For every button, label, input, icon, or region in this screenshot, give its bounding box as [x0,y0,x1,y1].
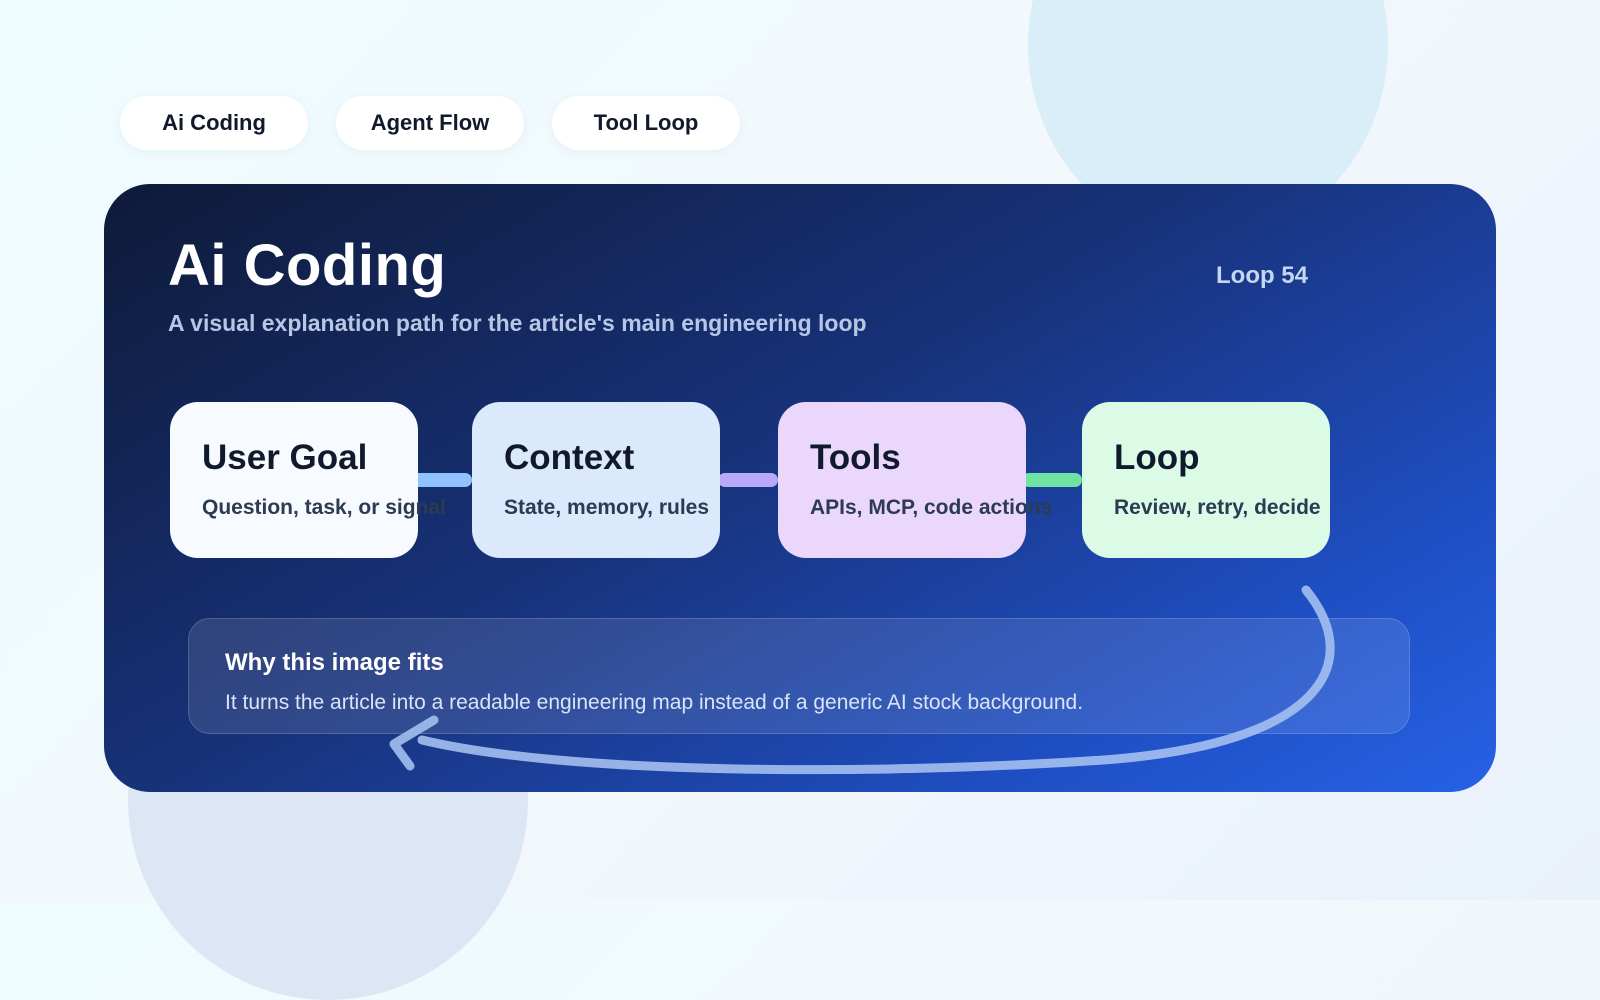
node-description: APIs, MCP, code actions [810,496,1053,519]
tag-agent-flow[interactable]: Agent Flow [336,96,524,150]
diagram-title: Ai Coding [168,233,447,298]
node-title: User Goal [202,438,368,477]
flow-node-loop: Loop Review, retry, decide [1082,402,1330,558]
explanation-text: It turns the article into a readable eng… [225,691,1084,714]
node-title: Tools [810,438,901,477]
flow-node-context: Context State, memory, rules [472,402,720,558]
node-description: Question, task, or signal [202,496,446,519]
flow-node-user-goal: User Goal Question, task, or signal [170,402,446,558]
flow-node-tools: Tools APIs, MCP, code actions [778,402,1052,558]
diagram-card: Ai Coding A visual explanation path for … [104,184,1496,792]
loop-badge: Loop 54 [1216,262,1309,289]
tag-list: Ai Coding Agent Flow Tool Loop [120,96,740,150]
connector-tools-loop [1022,473,1082,487]
explanation-title: Why this image fits [225,649,444,676]
node-description: Review, retry, decide [1114,496,1321,519]
connector-context-tools [718,473,778,487]
diagram-subtitle: A visual explanation path for the articl… [168,310,867,336]
node-title: Loop [1114,438,1200,477]
node-description: State, memory, rules [504,496,710,519]
tag-tool-loop[interactable]: Tool Loop [552,96,740,150]
explanation-panel: Why this image fits It turns the article… [188,618,1410,734]
node-title: Context [504,438,635,477]
connector-goal-context [412,473,472,487]
tag-ai-coding[interactable]: Ai Coding [120,96,308,150]
